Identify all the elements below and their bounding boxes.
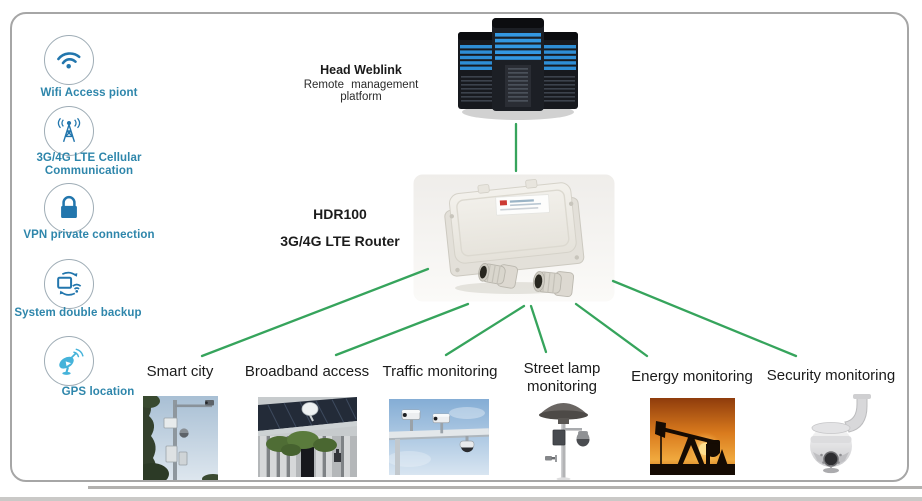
sidebar-item-backup-label: System double backup — [14, 307, 142, 319]
router-type: 3G/4G LTE Router — [280, 233, 400, 249]
router-photo — [413, 174, 615, 302]
vpn-lock-icon — [44, 183, 94, 233]
platform-subtitle: Remote management platform — [303, 79, 419, 103]
street-lamp-monitoring-photo — [527, 398, 600, 480]
sidebar-item-vpn-label: VPN private connection — [23, 229, 155, 241]
wifi-icon — [44, 35, 94, 85]
cell-tower-icon — [44, 106, 94, 156]
sidebar-item-gps-label: GPS location — [61, 386, 135, 398]
sidebar-item-wifi-label: Wifi Access piont — [40, 87, 138, 99]
app-security-label: Security monitoring — [766, 367, 896, 384]
platform-title: Head Weblink — [320, 63, 402, 77]
app-street-lamp-label: Street lamp monitoring — [523, 360, 601, 395]
traffic-monitoring-photo — [389, 399, 489, 475]
app-traffic-label: Traffic monitoring — [382, 363, 498, 380]
server-stack-image — [458, 18, 578, 120]
diagram-border — [10, 12, 909, 482]
system-backup-icon — [44, 259, 94, 309]
security-monitoring-photo — [793, 392, 876, 480]
sidebar-item-cellular-label: 3G/4G LTE Cellular Communication — [36, 152, 142, 177]
app-smart-city-label: Smart city — [146, 363, 214, 380]
energy-monitoring-photo — [650, 398, 735, 475]
app-energy-label: Energy monitoring — [631, 368, 753, 385]
broadband-access-photo — [258, 397, 357, 477]
drop-shadow-line — [88, 486, 922, 489]
app-broadband-label: Broadband access — [244, 363, 370, 380]
gps-satellite-icon — [44, 336, 94, 386]
smart-city-photo — [143, 396, 218, 480]
router-model: HDR100 — [313, 206, 367, 222]
router-label-block: HDR100 3G/4G LTE Router — [270, 206, 410, 249]
page-edge-line — [0, 497, 922, 501]
